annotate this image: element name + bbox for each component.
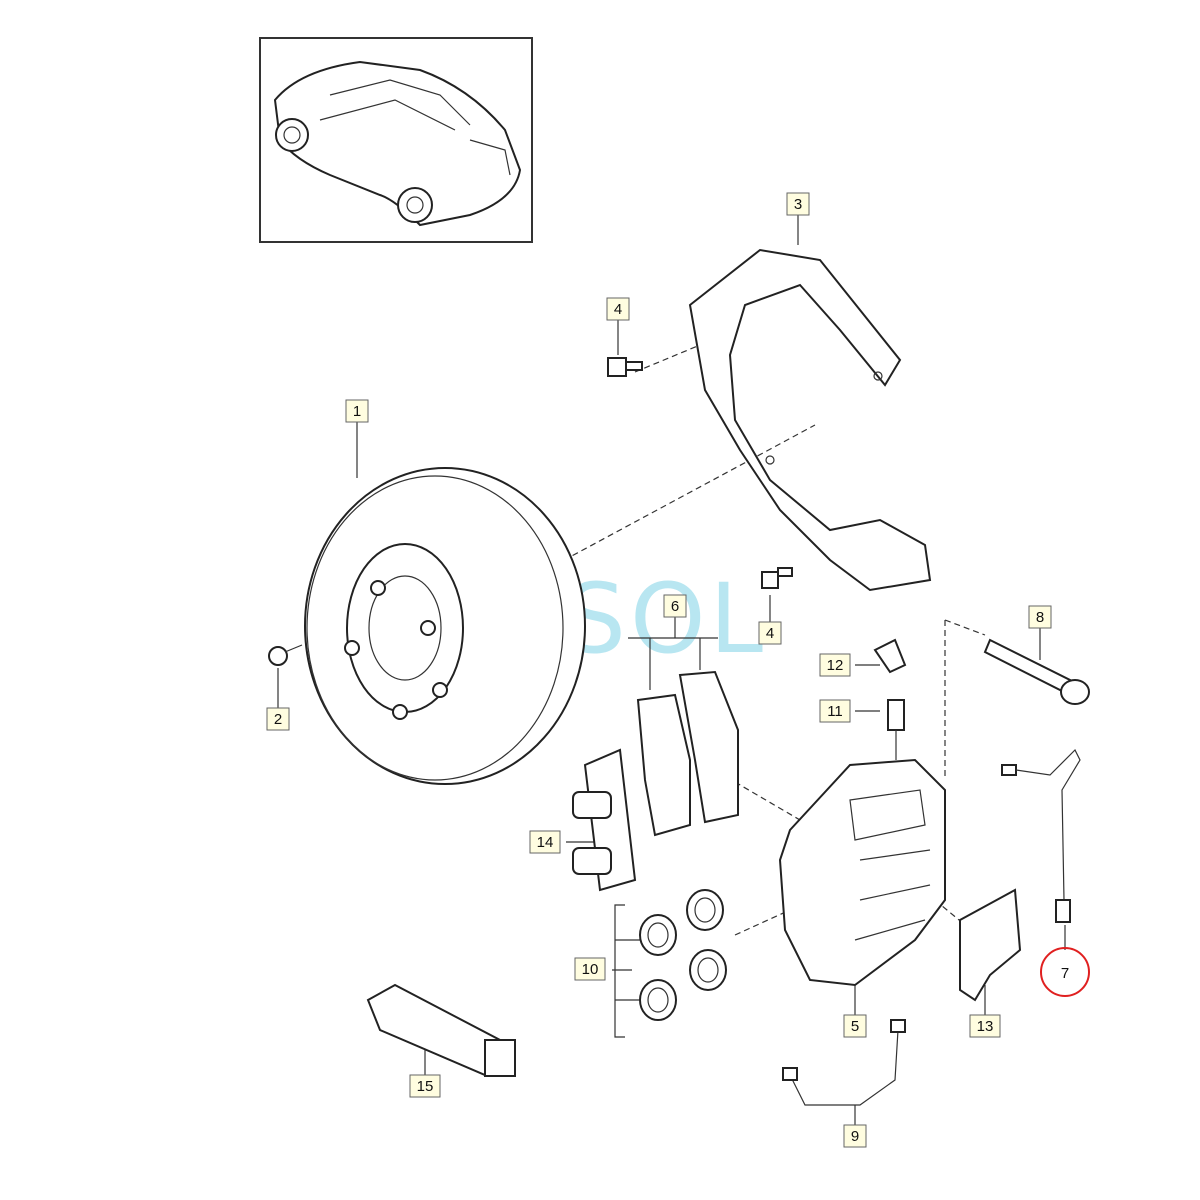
dust-shield (688, 248, 932, 592)
svg-text:11: 11 (827, 703, 843, 720)
retaining-spring (959, 888, 1022, 1002)
grease-tube (366, 983, 516, 1077)
svg-text:12: 12 (827, 657, 844, 674)
brake-disc (304, 467, 586, 785)
callout-8: 8 (1028, 605, 1052, 629)
svg-text:4: 4 (614, 301, 622, 318)
shield-bolt-upper (607, 357, 643, 377)
bleeder-cap (873, 638, 907, 674)
callout-7: 7 (1040, 947, 1090, 997)
svg-text:3: 3 (794, 196, 802, 213)
wear-sensor (1001, 748, 1081, 923)
callout-13: 13 (969, 1014, 1001, 1038)
callout-10: 10 (574, 957, 606, 981)
svg-text:2: 2 (274, 711, 282, 728)
piston-seals (639, 889, 727, 1021)
svg-text:10: 10 (582, 961, 599, 978)
callout-4-upper: 4 (606, 297, 630, 321)
callout-11: 11 (819, 699, 851, 723)
callout-9: 9 (843, 1124, 867, 1148)
svg-text:1: 1 (353, 403, 361, 420)
disc-screw (268, 644, 303, 666)
callout-labels: 1 2 3 4 4 5 6 7 8 9 10 11 12 13 14 15 (266, 192, 1090, 1148)
highlight-circle (1040, 947, 1090, 997)
svg-text:5: 5 (851, 1018, 859, 1035)
callout-5: 5 (843, 1014, 867, 1038)
svg-text:9: 9 (851, 1128, 859, 1145)
callout-4-lower: 4 (758, 621, 782, 645)
callout-14: 14 (529, 830, 561, 854)
leader-lines (277, 215, 1066, 1125)
bleeder-valve (887, 699, 905, 760)
brake-line (782, 1019, 906, 1106)
svg-text:4: 4 (766, 625, 774, 642)
svg-text:8: 8 (1036, 609, 1044, 626)
brake-pads (636, 670, 739, 837)
svg-text:15: 15 (417, 1078, 434, 1095)
svg-text:6: 6 (671, 598, 679, 615)
watermark-text: SOL (565, 563, 767, 675)
svg-text:13: 13 (977, 1018, 994, 1035)
callout-2: 2 (266, 707, 290, 731)
shield-bolt-lower (761, 567, 793, 589)
callout-1: 1 (345, 399, 369, 423)
svg-text:7: 7 (1061, 965, 1069, 982)
callout-15: 15 (409, 1074, 441, 1098)
callout-6: 6 (663, 594, 687, 618)
callout-3: 3 (786, 192, 810, 216)
brake-caliper (778, 758, 946, 987)
caliper-bolt (983, 638, 1090, 705)
callout-12: 12 (819, 653, 851, 677)
car-illustration (273, 60, 522, 227)
pad-retainer-kit (572, 748, 637, 892)
svg-text:14: 14 (537, 834, 554, 851)
vehicle-inset (259, 37, 533, 243)
